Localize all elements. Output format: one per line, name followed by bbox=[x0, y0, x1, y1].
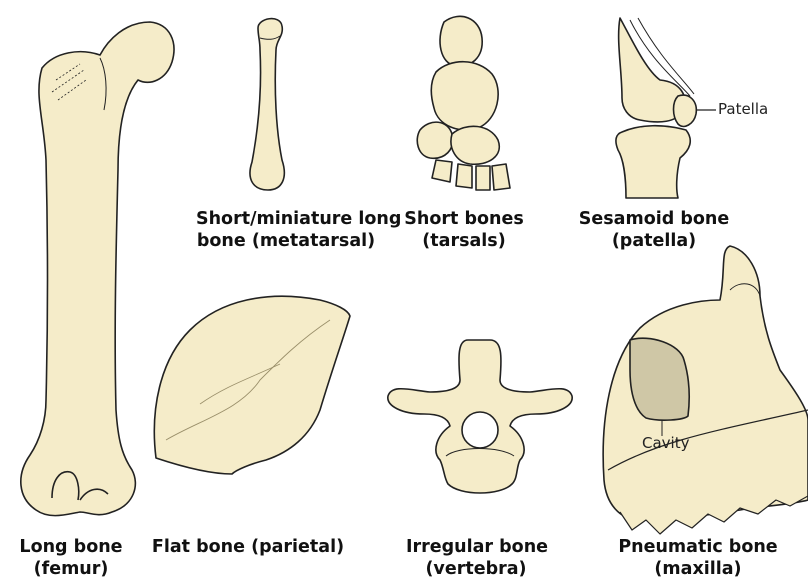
caption-pneumatic-bone: Pneumatic bone (maxilla) bbox=[618, 536, 778, 580]
femur-illustration bbox=[21, 22, 174, 516]
cavity-label: Cavity bbox=[642, 434, 689, 452]
caption-line: (tarsals) bbox=[404, 230, 524, 252]
caption-flat-bone: Flat bone (parietal) bbox=[148, 536, 348, 558]
caption-line: (maxilla) bbox=[618, 558, 778, 580]
caption-line: Flat bone (parietal) bbox=[148, 536, 348, 558]
caption-short-long-bone: Short/miniature long bone (metatarsal) bbox=[196, 208, 376, 252]
parietal-illustration bbox=[154, 296, 350, 474]
caption-long-bone: Long bone (femur) bbox=[14, 536, 128, 580]
metatarsal-illustration bbox=[250, 19, 284, 190]
caption-line: Long bone bbox=[14, 536, 128, 558]
caption-line: Sesamoid bone bbox=[574, 208, 734, 230]
caption-sesamoid-bone: Sesamoid bone (patella) bbox=[574, 208, 734, 252]
caption-line: (femur) bbox=[14, 558, 128, 580]
caption-line: (patella) bbox=[574, 230, 734, 252]
patella-label: Patella bbox=[718, 100, 768, 118]
caption-line: bone (metatarsal) bbox=[196, 230, 376, 252]
vertebra-illustration bbox=[388, 340, 572, 493]
caption-line: Irregular bone bbox=[406, 536, 546, 558]
caption-irregular-bone: Irregular bone (vertebra) bbox=[406, 536, 546, 580]
tarsals-illustration bbox=[417, 16, 510, 190]
knee-patella-illustration bbox=[616, 18, 716, 198]
caption-line: Short bones bbox=[404, 208, 524, 230]
maxilla-illustration bbox=[603, 246, 808, 534]
caption-line: (vertebra) bbox=[406, 558, 546, 580]
caption-line: Pneumatic bone bbox=[618, 536, 778, 558]
caption-short-bones: Short bones (tarsals) bbox=[404, 208, 524, 252]
caption-line: Short/miniature long bbox=[196, 208, 376, 230]
